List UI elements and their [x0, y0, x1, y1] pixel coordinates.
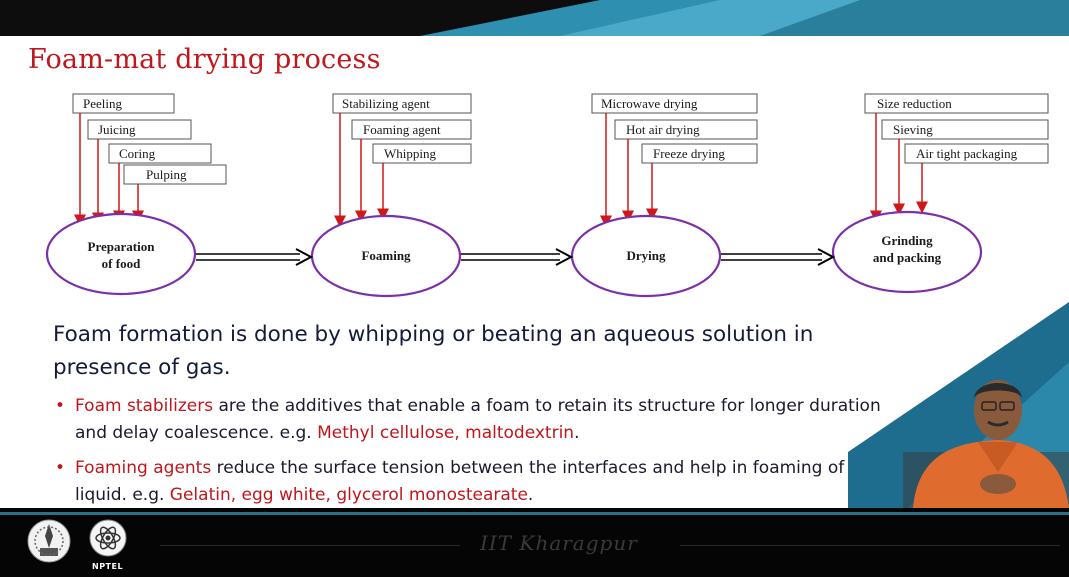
nptel-logo	[88, 518, 128, 563]
stage-ellipse-foaming	[310, 214, 462, 298]
stage-3-label: Drying	[627, 248, 667, 263]
step-pulping: Pulping	[146, 167, 187, 182]
step-coring: Coring	[119, 146, 156, 161]
stage-4-line2: and packing	[873, 250, 942, 265]
stage-1-line1: Preparation	[88, 239, 156, 254]
flow-arrow-1	[196, 248, 314, 266]
step-whipping: Whipping	[384, 146, 436, 161]
main-statement: Foam formation is done by whipping or be…	[53, 322, 814, 380]
stage-3-steps: Microwave drying Hot air drying Freeze d…	[591, 93, 758, 228]
bullet-list: Foam stabilizers are the additives that …	[53, 393, 893, 517]
step-foaming-agent: Foaming agent	[363, 122, 441, 137]
footer-watermark: IIT Kharagpur	[480, 531, 638, 555]
step-stabilizing-agent: Stabilizing agent	[342, 96, 430, 111]
stage-2-label: Foaming	[361, 248, 411, 263]
step-peeling: Peeling	[83, 96, 122, 111]
footer-line-left	[160, 545, 460, 546]
step-sieving: Sieving	[893, 122, 933, 137]
bullet-1-examples: Methyl cellulose, maltodextrin	[317, 423, 575, 443]
bullet-foaming-agents: Foaming agents reduce the surface tensio…	[53, 455, 893, 509]
slide-title: Foam-mat drying process	[28, 44, 381, 75]
stage-ellipse-grinding	[831, 210, 983, 294]
top-banner	[0, 0, 1069, 36]
footer-bar	[0, 508, 1069, 577]
flow-arrow-3	[721, 248, 836, 266]
bullet-1-end: .	[574, 423, 580, 443]
process-diagram: Peeling Juicing Coring Pulping Stabilizi…	[45, 93, 1049, 298]
stage-ellipse-drying	[570, 214, 722, 298]
stage-4-steps: Size reduction Sieving Air tight packagi…	[864, 93, 1049, 223]
bullet-1-highlight: Foam stabilizers	[75, 396, 214, 416]
step-freeze-drying: Freeze drying	[653, 146, 725, 161]
bullet-2-end: .	[527, 485, 534, 505]
bullet-2-examples: Gelatin, egg white, glycerol monostearat…	[169, 485, 528, 505]
footer-line-right	[680, 545, 1060, 546]
nptel-label: NPTEL	[92, 562, 124, 571]
bullet-foam-stabilizers: Foam stabilizers are the additives that …	[53, 393, 893, 447]
footer-accent-line	[0, 512, 1069, 515]
stage-1-line2: of food	[102, 256, 141, 271]
stage-ellipse-preparation	[45, 212, 197, 296]
stage-1-steps: Peeling Juicing Coring Pulping	[72, 93, 227, 227]
step-size-reduction: Size reduction	[877, 96, 952, 111]
bullet-2-text: reduce the surface tension between the i…	[75, 458, 878, 505]
flow-arrow-2	[461, 248, 574, 266]
step-microwave-drying: Microwave drying	[601, 96, 698, 111]
stage-4-line1: Grinding	[881, 233, 933, 248]
iit-kharagpur-logo	[26, 518, 72, 569]
step-hot-air-drying: Hot air drying	[626, 122, 700, 137]
stage-2-steps: Stabilizing agent Foaming agent Whipping	[332, 93, 472, 228]
bullet-1-text: are the additives that enable a foam to …	[75, 396, 881, 443]
step-juicing: Juicing	[98, 122, 136, 137]
bullet-2-highlight: Foaming agents	[75, 458, 212, 478]
step-air-tight-packaging: Air tight packaging	[916, 146, 1018, 161]
speaker-video	[848, 302, 1069, 508]
